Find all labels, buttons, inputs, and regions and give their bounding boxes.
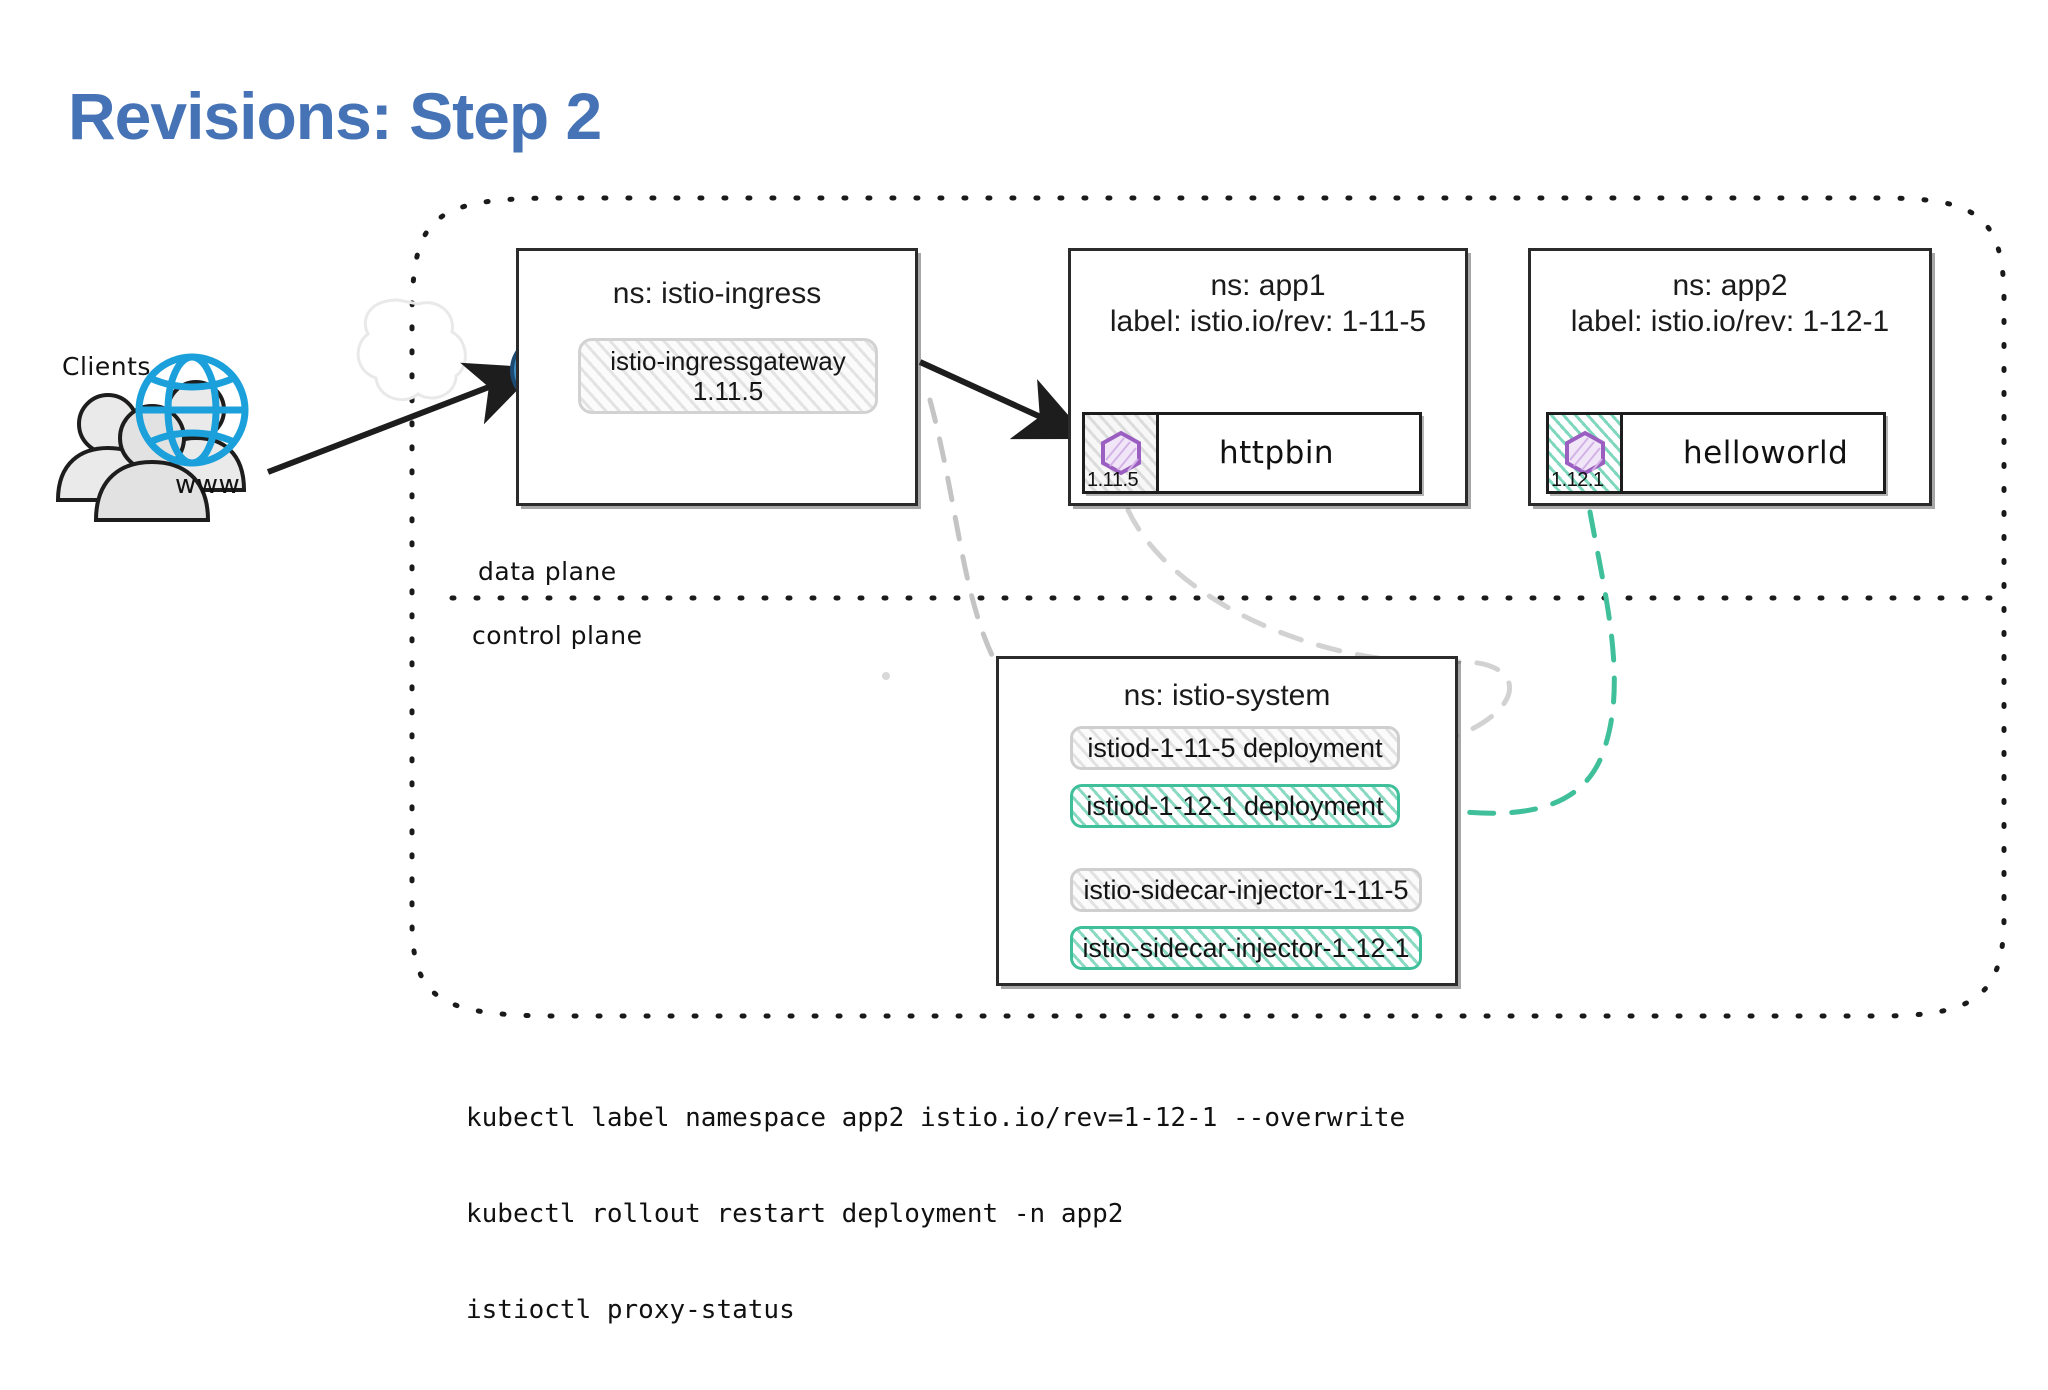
slide-canvas: Revisions: Step 2 <box>55 79 2007 1325</box>
cloud-blob <box>356 298 467 402</box>
deployment-label: istio-sidecar-injector-1-12-1 <box>1082 932 1410 963</box>
deployment-pill-sidecar-injector-1-11-5[interactable]: istio-sidecar-injector-1-11-5 <box>1070 868 1422 912</box>
stray-dot <box>882 672 890 680</box>
command-line-1: kubectl label namespace app2 istio.io/re… <box>466 1103 1406 1133</box>
globe-icon <box>135 353 249 467</box>
control-plane-label: control plane <box>472 621 643 650</box>
sidecar-version-helloworld: 1.12.1 <box>1551 469 1604 491</box>
ingressgateway-name: istio-ingressgateway <box>610 345 846 376</box>
deployment-pill-sidecar-injector-1-12-1[interactable]: istio-sidecar-injector-1-12-1 <box>1070 926 1422 970</box>
command-block: kubectl label namespace app2 istio.io/re… <box>466 1038 1405 1390</box>
deployment-label: istio-sidecar-injector-1-11-5 <box>1083 874 1409 905</box>
arrow-clients-to-ingress <box>266 362 540 475</box>
workload-httpbin[interactable]: 1.11.5 httpbin <box>1082 412 1422 494</box>
xds-link-helloworld-to-istiod-1-12-1 <box>1417 509 1617 816</box>
page-title: Revisions: Step 2 <box>68 79 602 153</box>
deployment-label: istiod-1-11-5 deployment <box>1087 732 1383 763</box>
www-label: www <box>175 470 241 500</box>
istio-ingressgateway-pill[interactable]: istio-ingressgateway 1.11.5 <box>578 338 878 414</box>
namespace-label-app1: label: istio.io/rev: 1-11-5 <box>1109 304 1427 338</box>
namespace-title-app1: ns: app1 <box>1210 269 1326 302</box>
xds-link-httpbin-to-istiod-1-11-5 <box>1105 507 1513 763</box>
sidecar-proxy-helloworld: 1.12.1 <box>1549 415 1623 491</box>
workload-name-helloworld: helloworld <box>1683 435 1849 471</box>
sidecar-proxy-httpbin: 1.11.5 <box>1085 415 1159 491</box>
arrow-ingress-to-httpbin <box>918 359 1089 440</box>
command-line-3: istioctl proxy-status <box>466 1295 795 1325</box>
envoy-sidecar-hexagon-icon <box>1100 430 1141 476</box>
namespace-title-app2: ns: app2 <box>1672 269 1788 302</box>
workload-helloworld[interactable]: 1.12.1 helloworld <box>1546 412 1886 494</box>
deployment-label: istiod-1-12-1 deployment <box>1086 790 1384 821</box>
envoy-sidecar-hexagon-icon <box>1564 430 1605 476</box>
deployment-pill-istiod-1-12-1[interactable]: istiod-1-12-1 deployment <box>1070 784 1400 828</box>
sidecar-version-httpbin: 1.11.5 <box>1087 469 1139 491</box>
deployment-pill-istiod-1-11-5[interactable]: istiod-1-11-5 deployment <box>1070 726 1400 770</box>
workload-name-httpbin: httpbin <box>1219 435 1335 471</box>
namespace-title-istio-ingress: ns: istio-ingress <box>612 277 822 310</box>
ingressgateway-version: 1.11.5 <box>692 376 764 406</box>
clients-label: Clients <box>62 352 151 381</box>
namespace-title-istio-system: ns: istio-system <box>1123 679 1331 712</box>
data-plane-label: data plane <box>478 557 617 586</box>
command-line-2: kubectl rollout restart deployment -n ap… <box>466 1199 1124 1229</box>
namespace-label-app2: label: istio.io/rev: 1-12-1 <box>1570 304 1890 338</box>
